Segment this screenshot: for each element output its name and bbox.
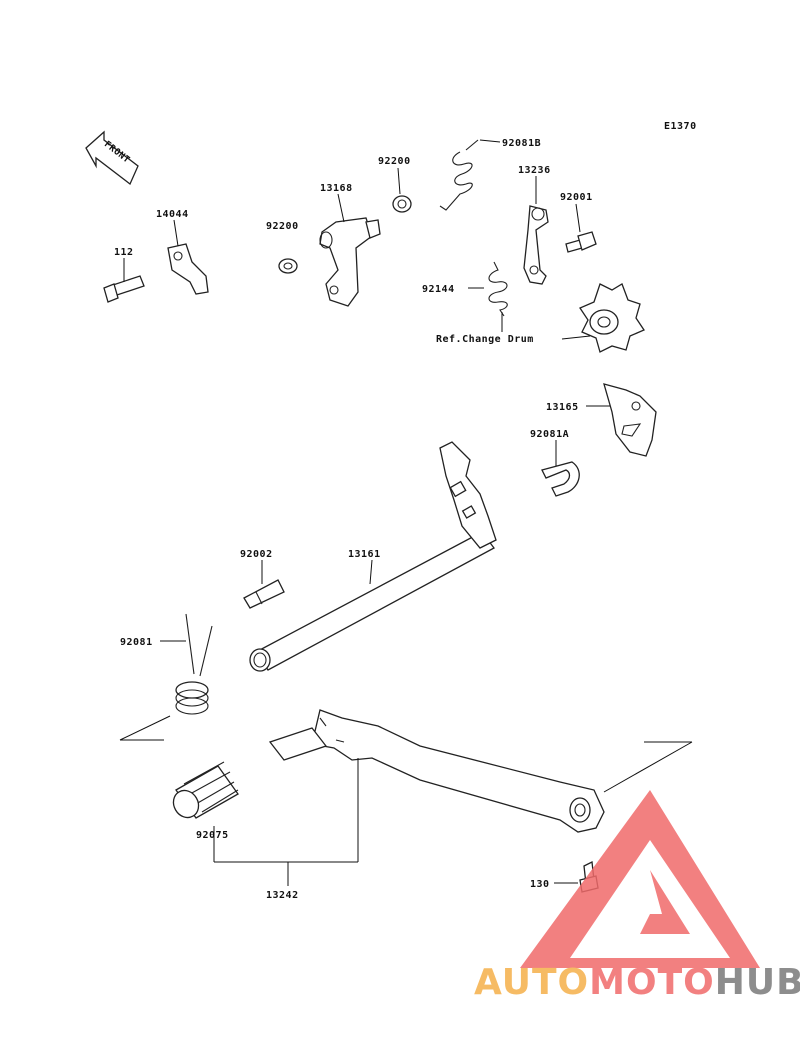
part-13161-shift-shaft: [249, 441, 497, 672]
label-92075: 92075: [196, 830, 229, 841]
label-92200-top: 92200: [378, 156, 411, 167]
logo-text-moto: MOTO: [589, 962, 715, 1003]
part-92081-spring: [119, 613, 213, 741]
part-13168-lever: [319, 193, 381, 307]
logo-inner-mark-icon: [640, 870, 690, 934]
part-112-bolt: [103, 258, 145, 303]
label-ref-change-drum: Ref.Change Drum: [436, 334, 534, 345]
label-92081a: 92081A: [530, 429, 569, 440]
automotohub-logo: AUTOMOTOHUB: [474, 790, 800, 1003]
label-14044: 14044: [156, 209, 189, 220]
part-92144-spring: [468, 261, 508, 332]
label-13242: 13242: [266, 890, 299, 901]
label-13165: 13165: [546, 402, 579, 413]
label-92001: 92001: [560, 192, 593, 203]
part-change-drum: [561, 283, 645, 353]
label-13161: 13161: [348, 549, 381, 560]
part-92081a-clip: [541, 440, 580, 497]
part-13242-shift-pedal: [214, 709, 693, 886]
label-13236: 13236: [518, 165, 551, 176]
part-92081b-spring: [439, 139, 501, 211]
label-92200-left: 92200: [266, 221, 299, 232]
part-92002-stud: [243, 560, 285, 609]
label-92081: 92081: [120, 637, 153, 648]
logo-text-auto: AUTO: [474, 962, 589, 1003]
part-92200-washer-top: [392, 167, 412, 213]
logo-text-hub: HUB: [715, 962, 800, 1003]
part-13236-link-plate: [523, 176, 549, 285]
label-130: 130: [530, 879, 550, 890]
label-92144: 92144: [422, 284, 455, 295]
part-92001-bolt: [565, 203, 597, 253]
front-arrow-icon: FRONT: [85, 130, 139, 186]
part-92075-rubber-peg: [172, 761, 239, 862]
logo-triangle-icon: [520, 790, 760, 968]
diagram-code: E1370: [664, 121, 697, 132]
label-112: 112: [114, 247, 134, 258]
svg-text:AUTOMOTOHUB: AUTOMOTOHUB: [474, 962, 800, 1003]
part-14044-bracket: [167, 219, 209, 295]
label-92002: 92002: [240, 549, 273, 560]
label-13168: 13168: [320, 183, 353, 194]
part-92200-washer-left: [278, 258, 298, 274]
part-13165-plate: [586, 383, 657, 457]
label-92081b: 92081B: [502, 138, 541, 149]
